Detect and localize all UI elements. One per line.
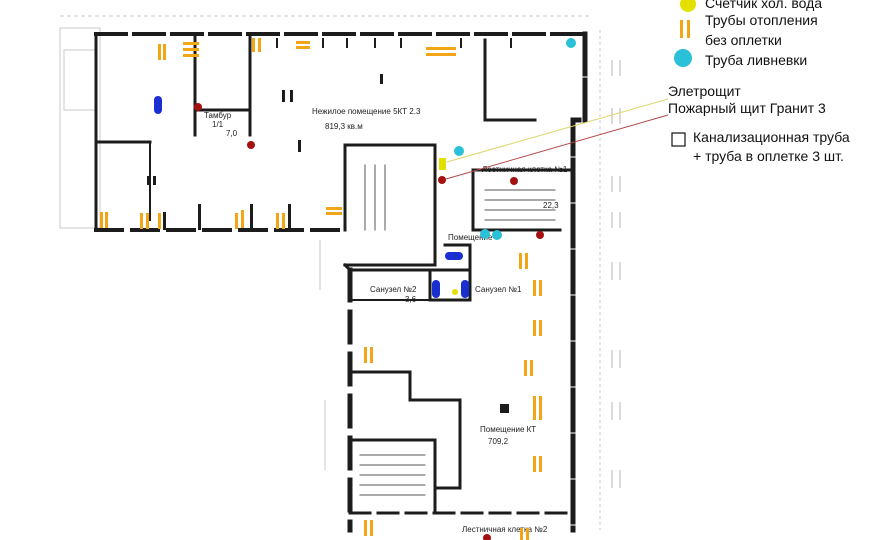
sewer-pipe	[445, 252, 463, 260]
label-bath-area: 3,6	[405, 295, 417, 304]
panel-marker	[536, 231, 544, 239]
drain-pipe	[480, 229, 490, 239]
heating-pipe-v	[533, 396, 542, 420]
heating-pipe-v	[519, 253, 528, 269]
heating-pipe-v	[252, 38, 261, 52]
legend-drain-icon	[674, 49, 692, 67]
sewer-pipe	[154, 96, 162, 114]
background-plan	[59, 15, 601, 530]
label-room-lower-area: 709,2	[488, 437, 509, 446]
label-main-area: 819,3 кв.м	[325, 122, 363, 131]
panel-marker	[194, 103, 202, 111]
heating-pipe-v	[533, 320, 542, 336]
heating-pipe-v	[533, 456, 542, 472]
label-room-lower: Помещение КТ	[480, 425, 536, 434]
legend-heating-icon	[680, 20, 690, 38]
heating-pipe-v	[364, 520, 373, 536]
heating-pipe-v	[235, 210, 244, 229]
legend-drain-label: Труба ливневки	[705, 52, 807, 68]
heating-pipe-v	[524, 360, 533, 376]
legend-meter-label: Счетчик хол. вода	[705, 0, 822, 11]
label-vestibule-area: 7,0	[226, 129, 238, 138]
walls	[94, 31, 588, 533]
legend-heating-label-2: без оплетки	[705, 32, 782, 48]
drain-pipe	[454, 146, 464, 156]
heating-pipes	[100, 38, 542, 540]
sewer-pipe	[461, 280, 469, 298]
heating-pipe-v	[364, 347, 373, 363]
label-room-small: Помещение	[448, 233, 493, 242]
heating-pipe-h	[426, 47, 456, 56]
leader-yellow	[446, 98, 669, 163]
label-stair-2: Лестничная клетка №2	[462, 525, 548, 534]
panel-marker	[247, 141, 255, 149]
heating-pipe-v	[276, 213, 285, 229]
label-bath-1: Санузел №1	[475, 285, 522, 294]
wall-right	[570, 31, 588, 533]
meters	[439, 158, 458, 295]
legend-sewer-label-1: Канализационная труба	[693, 129, 850, 145]
heating-pipe-v	[520, 528, 529, 540]
label-vestibule-no: 1/1	[212, 120, 224, 129]
legend: Счетчик хол. вода Трубы отопления без оп…	[668, 0, 850, 164]
heating-pipe-v	[158, 213, 161, 229]
panel-marker	[483, 534, 491, 540]
label-vestibule: Тамбур	[204, 111, 232, 120]
panel-marker	[438, 176, 446, 184]
label-stair-area: 22,3	[543, 201, 559, 210]
legend-heating-label-1: Трубы отопления	[705, 12, 818, 28]
label-stair-1: Лестничная клетка №1	[482, 165, 568, 174]
label-main-room: Нежилое помещение 5КТ 2.3	[312, 107, 421, 116]
drain-pipe	[566, 38, 576, 48]
meter-marker	[439, 158, 446, 170]
legend-electric-label-1: Элетрощит	[668, 83, 741, 99]
heating-pipe-h	[326, 207, 342, 215]
label-bath-2: Санузел №2	[370, 285, 417, 294]
leader-red	[445, 114, 669, 180]
legend-sewer-icon	[671, 132, 686, 147]
wall-notches	[276, 38, 512, 48]
heating-pipe-v	[533, 280, 542, 296]
sewer-pipe	[432, 280, 440, 298]
leader-lines	[445, 98, 669, 180]
legend-meter-icon	[680, 0, 696, 12]
legend-electric-label-2: Пожарный щит Гранит 3	[668, 100, 826, 116]
heating-pipe-v	[100, 212, 108, 228]
room-labels: Нежилое помещение 5КТ 2.3 819,3 кв.м Там…	[204, 107, 568, 534]
meter-marker	[452, 289, 458, 295]
sewer-pipes	[154, 96, 469, 298]
columns	[147, 74, 509, 413]
heating-pipe-h	[296, 41, 310, 49]
panel-marker	[510, 177, 518, 185]
drain-pipes	[454, 38, 576, 240]
heating-pipe-v	[140, 213, 149, 229]
right-ticks	[611, 60, 621, 488]
electrical-panels	[194, 103, 544, 540]
drain-pipe	[492, 230, 502, 240]
heating-pipe-h	[183, 42, 199, 57]
legend-sewer-label-2: + труба в оплетке 3 шт.	[693, 148, 844, 164]
heating-pipe-v	[158, 44, 166, 60]
